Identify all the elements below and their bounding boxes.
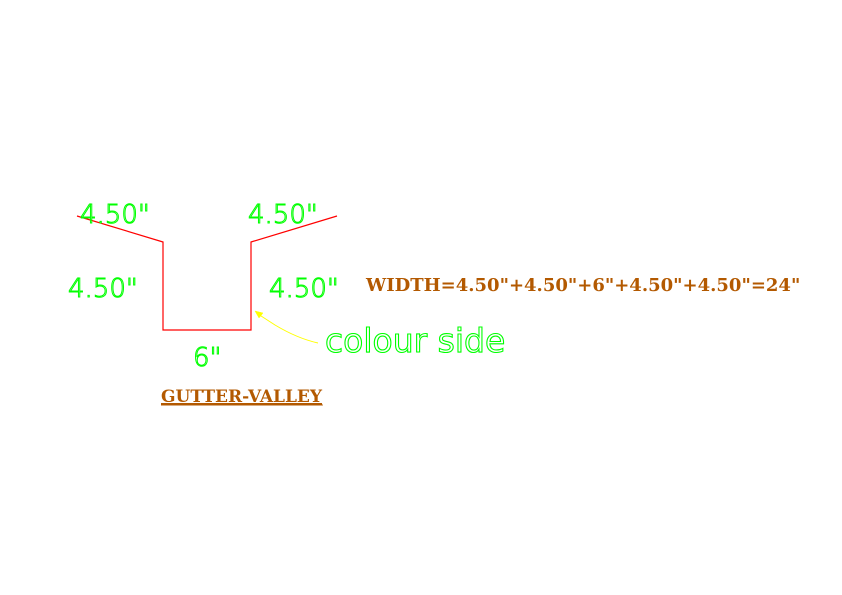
dimension-top-right: 4.50" xyxy=(248,200,318,230)
drawing-title: GUTTER-VALLEY xyxy=(161,387,323,407)
colour-side-leader-arrowhead xyxy=(254,310,264,319)
colour-side-note: colour side xyxy=(325,321,505,360)
dimension-left-side: 4.50" xyxy=(68,274,138,304)
gutter-profile-line xyxy=(76,215,338,331)
colour-side-leader xyxy=(257,313,319,344)
dimension-bottom: 6" xyxy=(193,343,222,373)
dimension-right-side: 4.50" xyxy=(269,274,339,304)
dimension-top-left: 4.50" xyxy=(80,200,150,230)
width-formula: WIDTH=4.50"+4.50"+6"+4.50"+4.50"=24" xyxy=(365,275,800,296)
